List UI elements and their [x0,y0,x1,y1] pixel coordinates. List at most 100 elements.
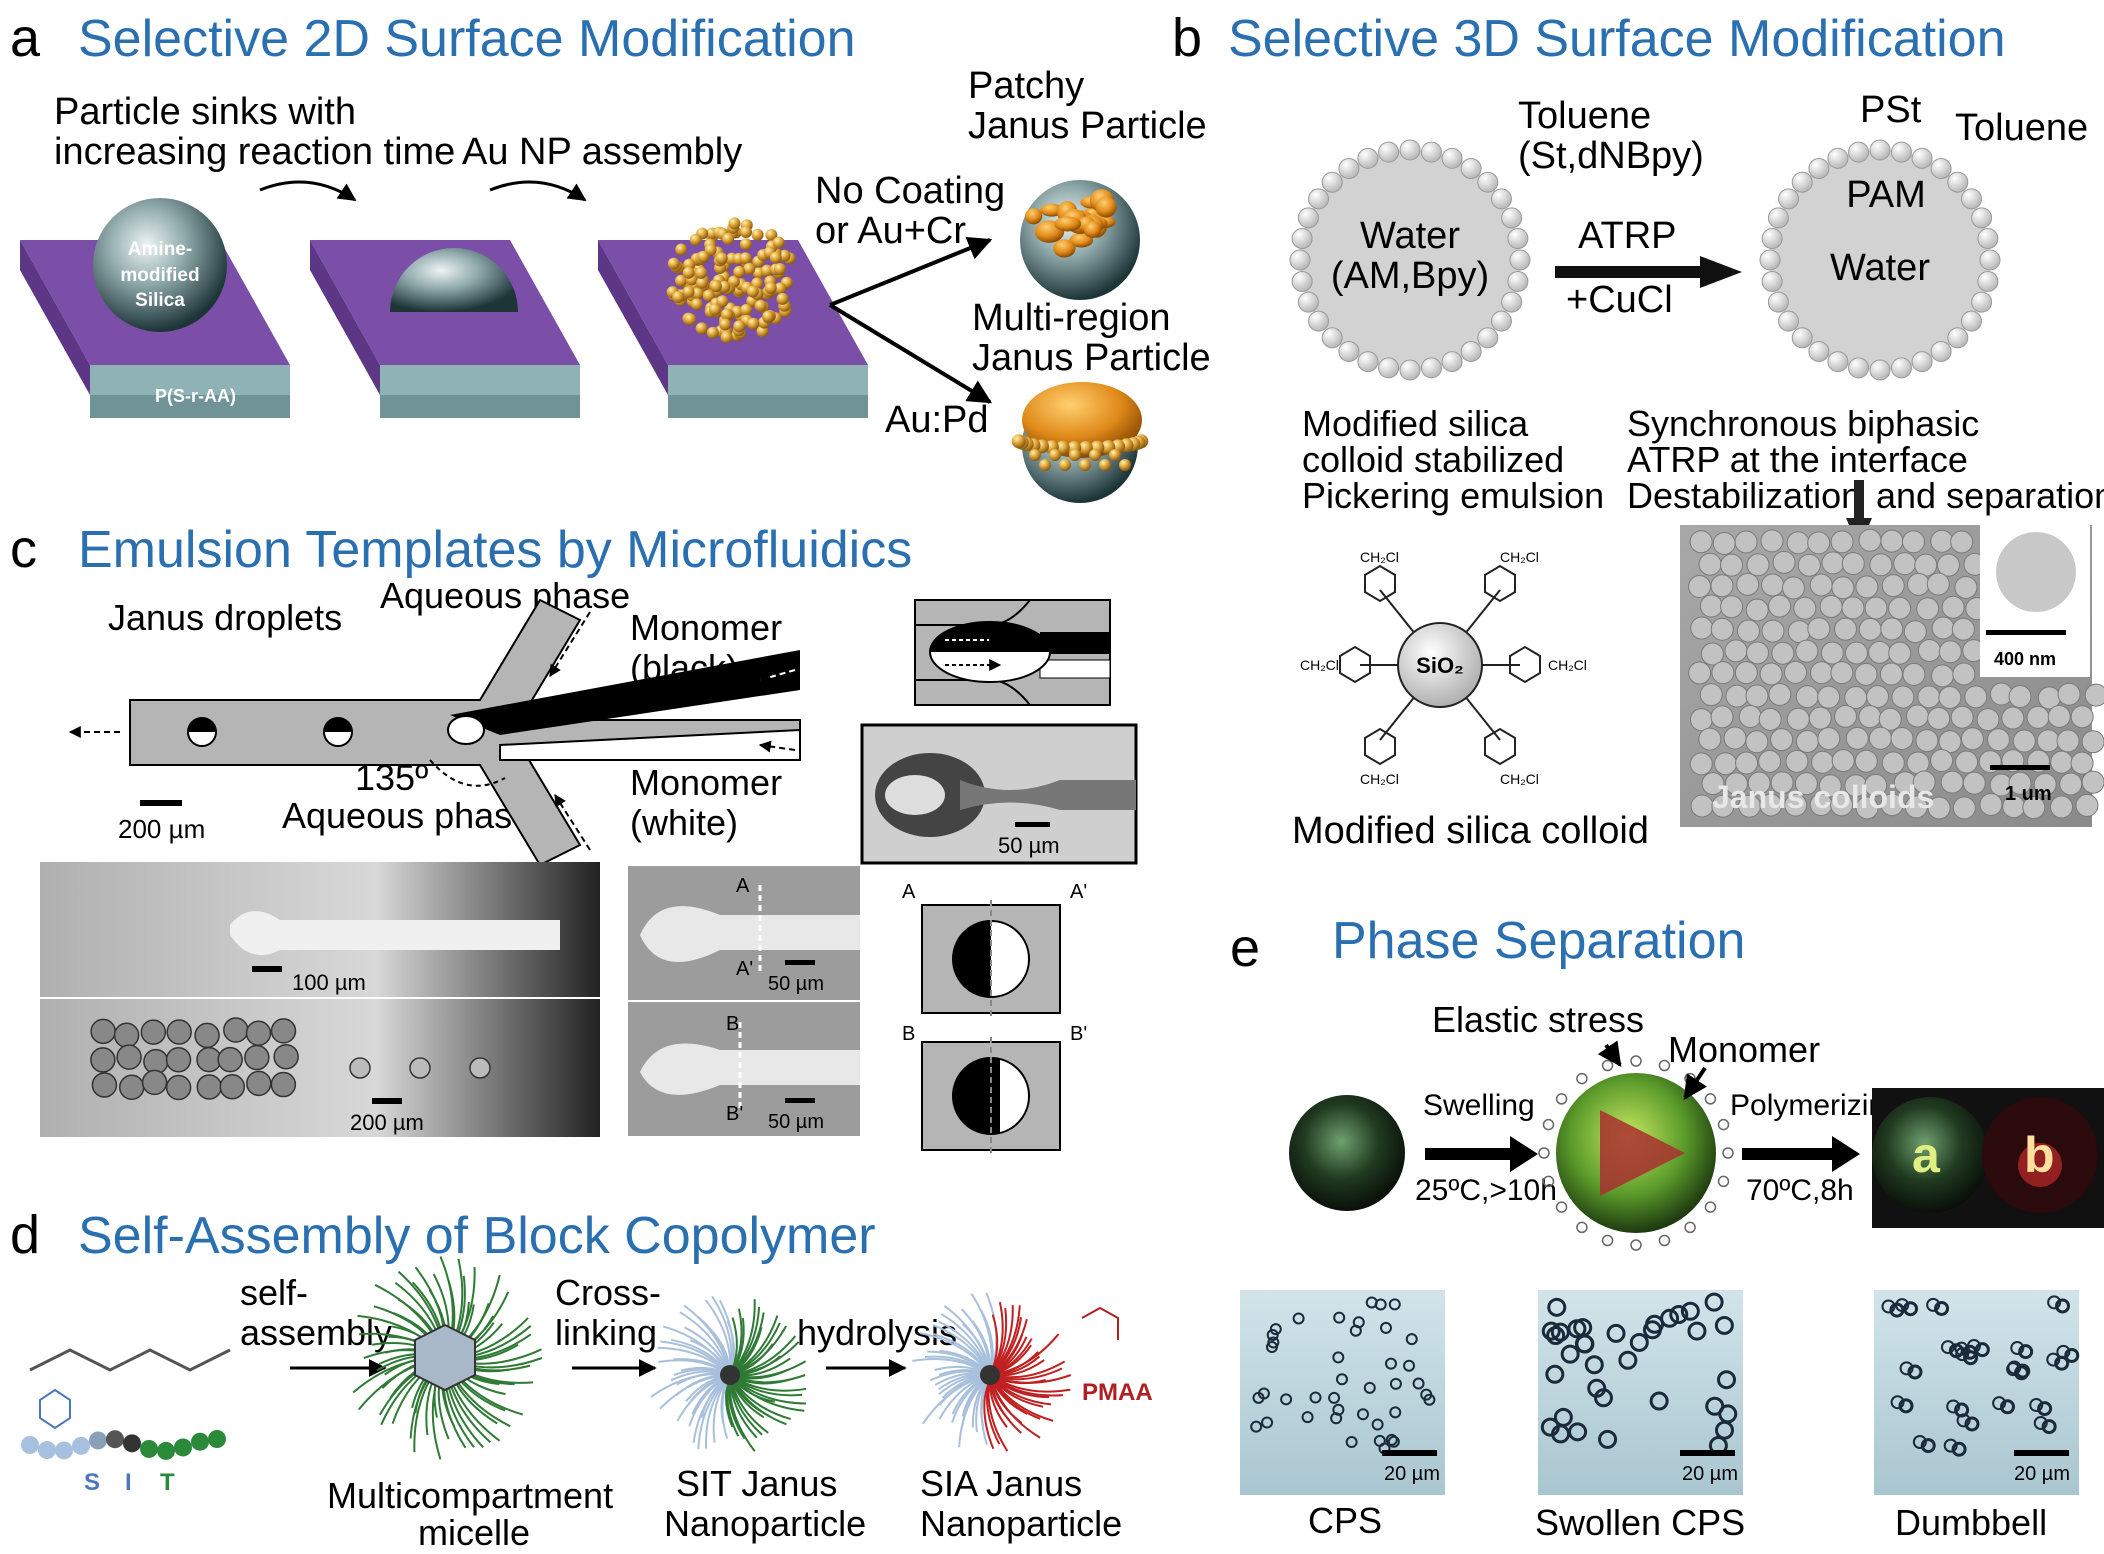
polymer-bead [208,1430,226,1448]
optical-particle [1717,1370,1737,1390]
gold-np [746,285,759,298]
cross-section-b: B B' [902,1023,1087,1157]
label-B-prime: B' [726,1103,743,1125]
sem-colloid [1699,683,1723,707]
micro-droplet [165,1047,192,1073]
sem-colloid [1723,726,1747,750]
panel-a-title: Selective 2D Surface Modification [78,10,856,68]
dumbbell-caption: Dumbbell [1895,1502,2047,1543]
swelling-label: Swelling [1423,1089,1535,1122]
micro-droplet [219,1073,246,1100]
silica-bead [1420,141,1442,163]
silica-bead [1291,270,1313,292]
monomer-black-1: Monomer [630,607,782,648]
sem-colloid [1881,574,1905,598]
silica-bead [1477,327,1499,349]
sit-caption-1: SIT Janus [676,1463,837,1504]
optical-particle [1250,1420,1263,1433]
optical-particle [1387,1435,1400,1448]
multi-label-2: Janus Particle [972,337,1211,379]
sem-colloid [1907,572,1931,596]
sem-colloid [1891,685,1915,709]
silica-bead [1890,357,1912,379]
schem-label-B-prime: B' [1070,1023,1087,1045]
optical-particle [1962,1344,1978,1360]
sem-colloid [1888,641,1912,665]
optical-particle [2018,1344,2034,1360]
gold-dot [1078,440,1093,455]
sem-colloid [1689,708,1713,732]
sem-colloid [1927,706,1951,730]
sem-colloid [1868,726,1892,750]
gold-np [733,265,746,278]
silica-colloid-structure: SiO₂ CH₂Cl CH₂Cl CH₂Cl CH₂Cl CH₂Cl CH₂Cl [1300,549,1587,787]
gold-np [690,298,703,311]
optical-particle [1920,1438,1936,1454]
silica-bead [1378,357,1400,379]
sem-colloid [1858,705,1882,729]
sem-colloid [1720,553,1744,577]
panel-c: c Emulsion Templates by Microfluidics Ja… [10,519,1138,1157]
optical-particle [1903,1301,1919,1317]
optical-particle [1265,1341,1278,1354]
stress-arrow [1684,1221,1696,1234]
gold-np [733,320,746,333]
silica-bead [1761,228,1783,250]
silica-bead [1441,351,1463,373]
gold-dot [1099,459,1111,471]
sem-colloid [1783,660,1807,684]
micro-droplet [270,1071,297,1098]
silica-bead [1297,207,1319,229]
atrp-desc-2: ATRP at the interface [1627,439,1968,480]
sem-colloid [1914,553,1938,577]
silica-bead [1507,228,1529,250]
self-assembly-1: self- [240,1272,308,1313]
sem-colloid [1833,617,1857,641]
gold-np [720,331,733,344]
optical-particle [1940,1340,1955,1355]
gold-np [697,250,710,263]
silica-bead [1477,171,1499,193]
sem-colloid [2012,729,2036,753]
sem-colloid [1880,617,1904,641]
sem-colloid [1758,749,1782,773]
gold-np [774,282,787,295]
optical-particle [1547,1297,1567,1317]
silica-bead [1507,270,1529,292]
silica-bead [1791,327,1813,349]
sit-caption-2: Nanoparticle [664,1503,866,1544]
sem-colloid [1869,553,1893,577]
gold-dot [1029,449,1041,461]
sem-colloid [1858,528,1882,552]
sem-colloid [1952,796,1976,820]
sem-colloid [2050,750,2074,774]
sem-colloid [1915,729,1939,753]
optical-particle [2054,1355,2070,1371]
silica-bead [1501,291,1523,313]
gold-np [747,317,760,330]
optical-particle [1309,1391,1322,1404]
sem-colloid [1979,792,2003,816]
sem-colloid [1736,572,1760,596]
sem-colloid [1830,793,1854,817]
optical-particle [1934,1300,1950,1316]
optical-particle [1895,1298,1910,1313]
gold-np [682,266,695,279]
optical-particle [1385,1433,1398,1446]
micrograph-section-a: A A' 50 µm [628,866,860,1000]
sem-colloid [1711,661,1735,685]
silica-bead [1947,327,1969,349]
optical-particle [1388,1298,1401,1311]
optical-particle [1269,1323,1282,1336]
silica-bead [1977,270,1999,292]
sem-colloid [1880,529,1904,553]
optical-particle [2000,1399,2016,1415]
patchy-gold-patches [1024,189,1117,258]
silica-bead [1338,340,1360,362]
sem-colloid [2070,705,2094,729]
micro-droplet [116,1044,142,1070]
sem-colloid [1902,662,1926,686]
silica-bead [1761,270,1783,292]
flow-focusing-schematic [914,599,1111,706]
sem-colloid [1758,707,1782,731]
